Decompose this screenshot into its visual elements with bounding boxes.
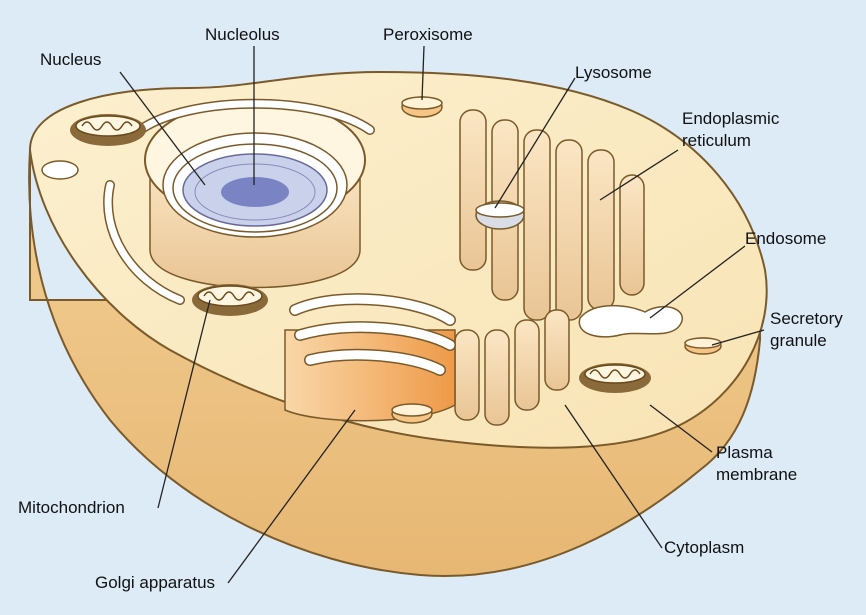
label-nucleus: Nucleus (40, 49, 101, 71)
label-lysosome: Lysosome (575, 62, 652, 84)
label-secretory-granule-line2: granule (770, 330, 827, 352)
label-plasma-membrane-line2: membrane (716, 464, 797, 486)
label-endosome: Endosome (745, 228, 826, 250)
label-secretory-granule-line1: Secretory (770, 308, 843, 330)
label-plasma-membrane-line1: Plasma (716, 442, 773, 464)
label-peroxisome: Peroxisome (383, 24, 473, 46)
label-golgi-apparatus: Golgi apparatus (95, 572, 215, 594)
label-nucleolus: Nucleolus (205, 24, 280, 46)
label-endoplasmic-reticulum-line2: reticulum (682, 130, 751, 152)
label-endoplasmic-reticulum-line1: Endoplasmic (682, 108, 779, 130)
label-cytoplasm: Cytoplasm (664, 537, 744, 559)
label-mitochondrion: Mitochondrion (18, 497, 125, 519)
